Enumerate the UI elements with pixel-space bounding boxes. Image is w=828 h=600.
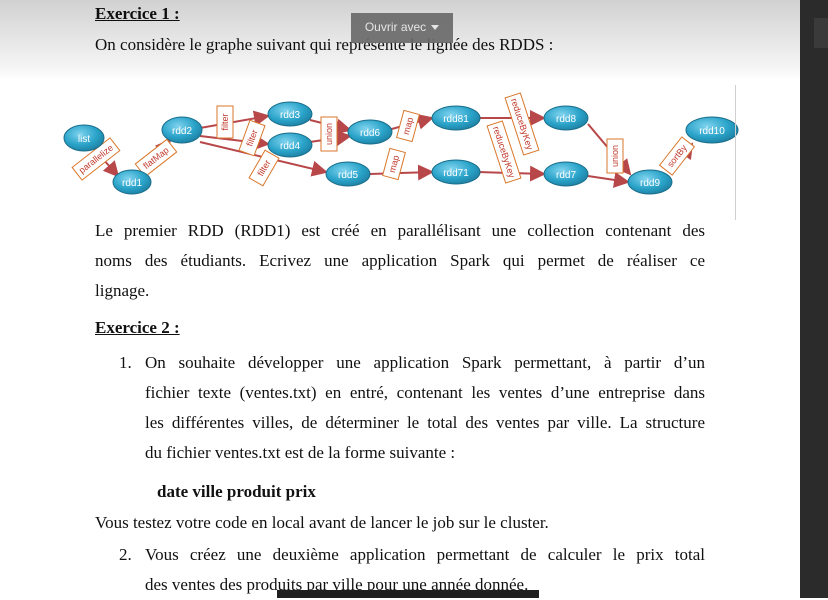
- exercise1-intro: On considère le graphe suivant qui repré…: [95, 35, 554, 54]
- node-rdd71: rdd71: [431, 159, 481, 185]
- node-rdd1: rdd1: [112, 169, 152, 195]
- node-rdd9: rdd9: [627, 169, 673, 195]
- svg-text:rdd1: rdd1: [122, 178, 142, 189]
- item1-line: les différentes villes, de déterminer le…: [145, 413, 705, 432]
- rdd-lineage-diagram: parallelize flatMap filter filter filter…: [63, 92, 739, 195]
- right-side-panel: [800, 0, 828, 598]
- op-flatmap-label: flatMap: [134, 138, 178, 178]
- node-rdd10: rdd10: [685, 116, 739, 144]
- node-rdd8: rdd8: [543, 105, 589, 131]
- exercise1-para-line: noms des étudiants. Ecrivez une applicat…: [95, 251, 705, 270]
- item1-number: 1.: [119, 353, 132, 372]
- svg-text:rdd10: rdd10: [699, 126, 725, 137]
- op-map2-label: map: [382, 147, 406, 181]
- open-with-button[interactable]: Ouvrir avec: [351, 13, 453, 43]
- op-union1-label: union: [320, 116, 338, 152]
- svg-text:union: union: [610, 145, 620, 167]
- edge-rdd7-rdd9: [587, 172, 630, 188]
- file-format-line: date ville produit prix: [157, 482, 316, 501]
- open-with-label: Ouvrir avec: [364, 20, 427, 34]
- op-filter1-label: filter: [216, 105, 234, 139]
- exercise1-title: Exercice 1 :: [95, 4, 180, 23]
- svg-text:rdd71: rdd71: [443, 168, 469, 179]
- node-rdd5: rdd5: [325, 161, 371, 187]
- svg-text:union: union: [324, 123, 334, 145]
- svg-text:list: list: [78, 134, 90, 145]
- svg-text:rdd9: rdd9: [640, 178, 660, 189]
- svg-text:rdd2: rdd2: [172, 126, 192, 137]
- item2-text: Vous créez une deuxième application perm…: [145, 540, 705, 600]
- item1-text: On souhaite développer une application S…: [145, 348, 705, 468]
- svg-text:map: map: [387, 154, 401, 174]
- item1-line: On souhaite développer une application S…: [145, 353, 705, 372]
- op-filter3-label: filter: [248, 149, 280, 187]
- scrollbar-thumb[interactable]: [814, 18, 828, 48]
- node-rdd7: rdd7: [543, 161, 589, 187]
- svg-text:map: map: [401, 116, 415, 136]
- item1-line: du fichier ventes.txt est de la forme su…: [145, 443, 456, 462]
- edge-rdd5-rdd71: [369, 164, 434, 181]
- exercise1-para-line: lignage.: [95, 281, 150, 300]
- node-list: list: [63, 124, 105, 152]
- node-rdd6: rdd6: [347, 119, 393, 145]
- op-map1-label: map: [396, 109, 420, 143]
- exercise1-para-line: Le premier RDD (RDD1) est créé en parall…: [95, 221, 705, 240]
- svg-text:rdd8: rdd8: [556, 114, 576, 125]
- edge-rdd2-rdd3: [199, 110, 270, 129]
- node-rdd81: rdd81: [431, 105, 481, 131]
- op-filter2-label: filter: [238, 119, 266, 157]
- divider: [735, 85, 736, 220]
- op-sortby-label: sortBy: [658, 136, 696, 176]
- svg-text:filter: filter: [220, 113, 230, 130]
- item1-line: fichier texte (ventes.txt) en entré, con…: [145, 383, 705, 402]
- document-page: Exercice 1 : On considère le graphe suiv…: [0, 0, 800, 598]
- item2-line: Vous créez une deuxième application perm…: [145, 545, 705, 564]
- node-rdd2: rdd2: [161, 116, 203, 144]
- chevron-down-icon: [431, 24, 440, 30]
- node-rdd4: rdd4: [267, 132, 313, 158]
- svg-text:rdd4: rdd4: [280, 141, 300, 152]
- svg-text:rdd5: rdd5: [338, 170, 358, 181]
- local-test-line: Vous testez votre code en local avant de…: [95, 513, 549, 532]
- item2-line: des ventes des produits par ville pour u…: [145, 575, 529, 594]
- node-rdd3: rdd3: [267, 101, 313, 127]
- svg-text:rdd81: rdd81: [443, 114, 469, 125]
- horizontal-scrollbar[interactable]: [277, 590, 539, 598]
- svg-text:rdd3: rdd3: [280, 110, 300, 121]
- svg-text:rdd6: rdd6: [360, 128, 380, 139]
- op-union2-label: union: [606, 138, 624, 174]
- exercise1-paragraph: Le premier RDD (RDD1) est créé en parall…: [95, 216, 705, 306]
- item2-number: 2.: [119, 545, 132, 564]
- svg-text:rdd7: rdd7: [556, 170, 576, 181]
- exercise2-title: Exercice 2 :: [95, 318, 180, 337]
